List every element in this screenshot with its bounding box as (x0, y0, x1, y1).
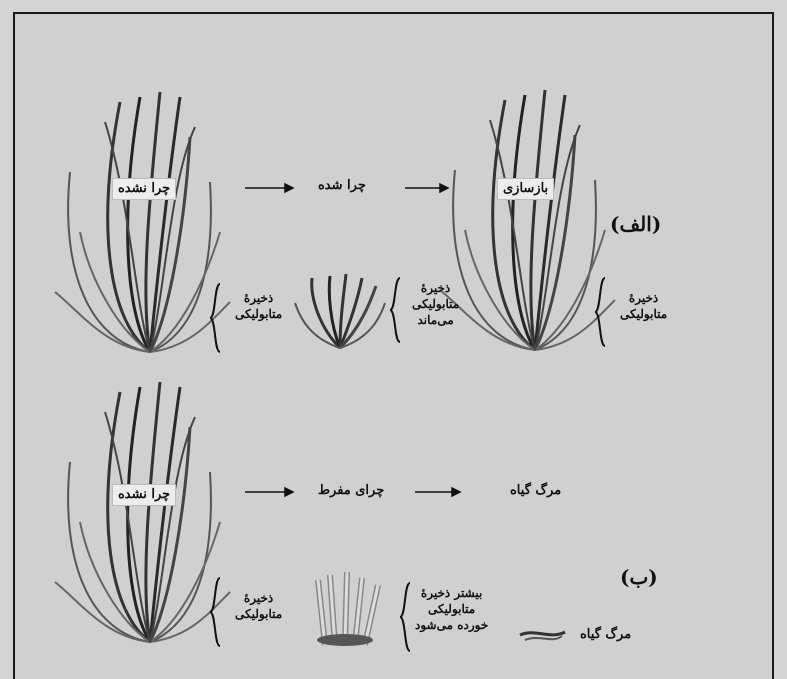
ungrazed-label-a: چرا نشده (112, 178, 176, 200)
dead-plant (520, 632, 565, 640)
grazed-plant-a (295, 274, 385, 348)
metabolic-reserve-label-a3: ذخیرهٔمتابولیکی (620, 290, 667, 322)
plant-death-label: مرگ گیاه (510, 483, 561, 498)
regrowth-plant (440, 90, 615, 350)
metabolic-reserve-label-b1: ذخیرهٔمتابولیکی (235, 590, 282, 622)
regrowth-label: بازسازی (497, 178, 554, 200)
ungrazed-plant-a (55, 92, 230, 352)
dead-plant-label: مرگ گیاه (580, 627, 631, 642)
metabolic-reserve-label-a1: ذخیرهٔمتابولیکی (235, 290, 282, 322)
panel-a-marker: (الف) (610, 212, 661, 236)
arrows (245, 184, 460, 496)
overgrazed-plant (317, 572, 378, 646)
ungrazed-label-b: چرا نشده (112, 484, 176, 506)
grazed-label: چرا شده (318, 178, 366, 193)
ungrazed-plant-b (55, 382, 230, 642)
overgrazing-label: چرای مفرط (318, 483, 384, 498)
panel-b-marker: (ب) (620, 565, 658, 589)
